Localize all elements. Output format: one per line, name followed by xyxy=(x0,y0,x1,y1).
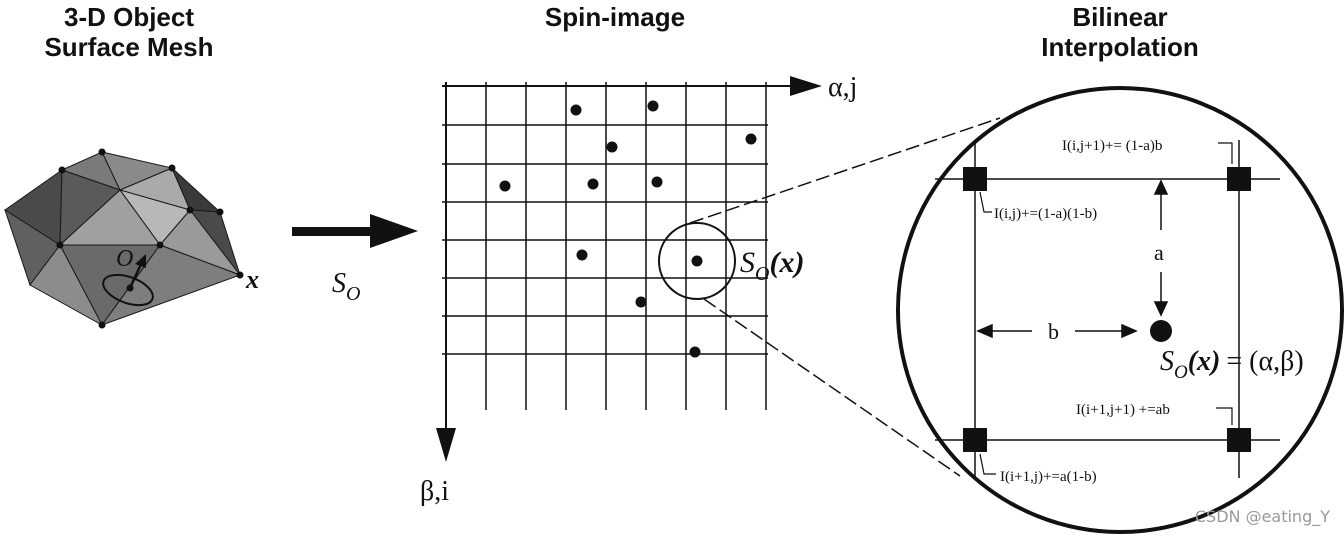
mesh-title-line2: Surface Mesh xyxy=(44,32,214,62)
mesh-vertex xyxy=(98,148,106,156)
beta-axis: β,i xyxy=(420,82,456,507)
leader-bottom-left xyxy=(979,453,996,475)
mapping-arrow-shaft xyxy=(292,227,372,236)
mesh-title: 3-D Object Surface Mesh xyxy=(14,2,244,62)
bilinear-title-line1: Bilinear xyxy=(1072,2,1168,32)
bin-top-left xyxy=(963,167,987,191)
origin-point xyxy=(126,284,134,292)
bilinear-title-line2: Interpolation xyxy=(1041,32,1199,62)
alpha-axis-label: α,j xyxy=(828,72,857,103)
b-right-arrowhead xyxy=(1121,323,1138,339)
leader-top-right xyxy=(1218,142,1233,164)
b-dimension xyxy=(976,323,1138,339)
bin-top-right xyxy=(1227,167,1251,191)
a-upper-arrowhead xyxy=(1153,179,1169,195)
spin-point xyxy=(689,346,701,358)
zoom-line-top xyxy=(689,117,1001,224)
a-lower-arrowhead xyxy=(1153,301,1169,317)
surface-mesh xyxy=(4,151,242,327)
label-leaders xyxy=(979,142,1233,475)
spin-point xyxy=(606,141,618,153)
beta-axis-arrowhead xyxy=(436,428,456,462)
label-a: a xyxy=(1154,240,1164,265)
spin-point xyxy=(635,296,647,308)
mesh-vertex xyxy=(216,208,224,216)
surface-normal-line xyxy=(128,261,144,289)
label-b: b xyxy=(1048,319,1059,344)
surface-normal-arrowhead xyxy=(135,254,146,268)
spin-image-grid xyxy=(442,82,768,410)
bin-corners xyxy=(963,167,1251,452)
leader-bottom-right xyxy=(1216,407,1233,425)
magnifier-circle xyxy=(896,86,1344,534)
mesh-vertex xyxy=(186,206,194,214)
bin-bottom-left xyxy=(963,428,987,452)
spin-point xyxy=(499,180,511,192)
oriented-point: O xyxy=(102,246,154,307)
mapping-arrow-head xyxy=(370,214,418,248)
spin-image-title: Spin-image xyxy=(544,2,686,32)
highlight-circle xyxy=(658,222,736,300)
a-dimension xyxy=(1153,179,1169,317)
mesh-title-line1: 3-D Object xyxy=(63,2,195,32)
leader-top-left xyxy=(979,191,992,213)
bilinear-cell xyxy=(935,140,1280,478)
mesh-vertex xyxy=(98,321,106,329)
zoom-line-bottom xyxy=(703,298,961,477)
interpolated-point xyxy=(1150,320,1172,342)
spin-point xyxy=(587,178,599,190)
mesh-face xyxy=(29,244,104,327)
spin-point xyxy=(647,100,659,112)
zoom-lines xyxy=(689,117,1001,477)
label-bottom-right: I(i+1,j+1) +=ab xyxy=(1076,402,1170,418)
mesh-vertex xyxy=(58,166,66,174)
mapping-label: SO xyxy=(332,268,360,305)
spin-point xyxy=(651,176,663,188)
spin-point xyxy=(745,133,757,145)
label-top-right: I(i,j+1)+= (1-a)b xyxy=(1062,138,1162,154)
beta-axis-label: β,i xyxy=(420,476,449,507)
alpha-axis-arrowhead xyxy=(790,76,822,96)
watermark: CSDN @eating_Y xyxy=(1194,507,1330,526)
mesh-vertex xyxy=(156,241,164,249)
mesh-vertices xyxy=(56,148,244,329)
b-left-arrowhead xyxy=(976,323,993,339)
point-x-label: x xyxy=(245,265,259,294)
mesh-vertex xyxy=(236,271,244,279)
label-top-left: I(i,j)+=(1-a)(1-b) xyxy=(994,206,1097,222)
origin-label: O xyxy=(116,246,133,272)
mesh-vertex xyxy=(56,241,64,249)
spin-image-points xyxy=(499,100,757,358)
bilinear-title: Bilinear Interpolation xyxy=(1010,2,1230,62)
interpolated-point-label: SO(x)= (α,β) xyxy=(1160,346,1304,383)
tangent-plane-ellipse xyxy=(102,273,154,307)
bin-bottom-right xyxy=(1227,428,1251,452)
spin-point xyxy=(691,255,703,267)
mesh-vertex xyxy=(168,164,176,172)
highlight-label: SO(x) xyxy=(740,246,804,285)
label-bottom-left: I(i+1,j)+=a(1-b) xyxy=(1000,469,1097,485)
mapping-arrow xyxy=(292,214,418,248)
alpha-axis: α,j xyxy=(442,72,857,103)
spin-point xyxy=(570,104,582,116)
spin-point xyxy=(576,249,588,261)
